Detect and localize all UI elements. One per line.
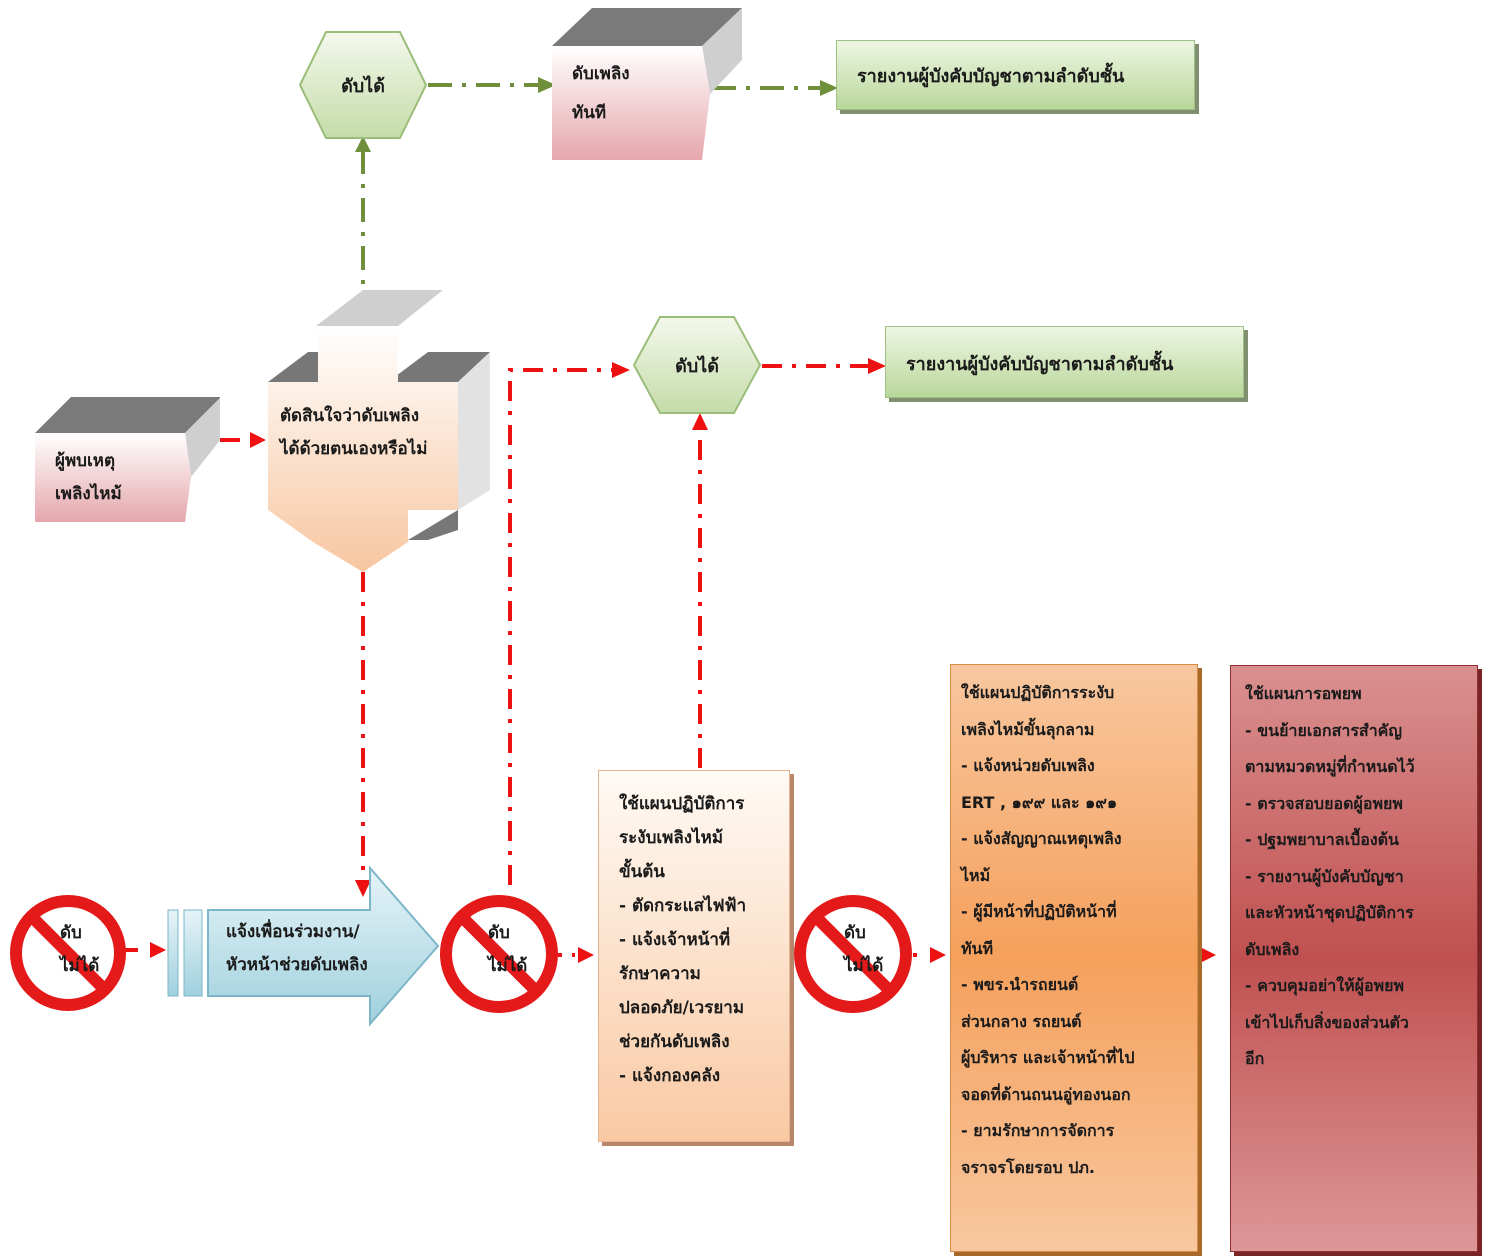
finder-line-2: เพลิงไหม้ [55,484,122,504]
arrowhead-10 [578,947,594,963]
no-sign-line-2: ไม่ได้ [844,956,884,976]
no-sign-line-1: ดับ [488,923,510,943]
evacuation-plan-box: ใช้แผนการอพยพ - ขนย้ายเอกสารสำคัญ ตามหมว… [1230,665,1478,1252]
finder-line-1: ผู้พบเหตุ [55,451,116,471]
plan-escalated-line: ERT , ๑๙๙ และ ๑๙๑ [961,792,1118,812]
plan-initial-line: - แจ้งเจ้าหน้าที่ [619,930,731,950]
hex-label: ดับได้ [675,355,719,377]
plan-escalated-line: จราจรโดยรอบ ปภ. [961,1157,1095,1177]
plan-escalated-line: ใช้แผนปฏิบัติการระงับ [961,683,1115,702]
report-box-top: รายงานผู้บังคับบัญชาตามลำดับชั้น [836,40,1195,110]
arrow-up-to-hex2 [508,368,612,885]
arrowhead-7 [868,358,886,374]
no-sign-line-2: ไม่ได้ [488,956,528,976]
plan-evacuate-line: - รายงานผู้บังคับบัญชา [1245,866,1404,886]
arrowhead-4 [250,432,266,448]
report-text: รายงานผู้บังคับบัญชาตามลำดับชั้น [857,66,1125,87]
plan-escalated-line: ผู้บริหาร และเจ้าหน้าที่ไป [961,1048,1135,1067]
report-text: รายงานผู้บังคับบัญชาตามลำดับชั้น [906,354,1174,375]
notify-arrow: แจ้งเพื่อนร่วมงาน/ หัวหน้าช่วยดับเพลิง [166,866,441,1028]
plan-escalated-line: ไหม้ [961,865,991,885]
no-sign-line-1: ดับ [60,923,82,943]
plan-evacuate-line: เข้าไปเก็บสิ่งของส่วนตัว [1245,1012,1409,1032]
plan-evacuate-line: ดับเพลิง [1245,939,1300,959]
decide-line-2: ได้ด้วยตนเองหรือไม่ [280,439,428,459]
arrowhead-8 [692,413,708,430]
arrowhead-6 [612,362,630,378]
arrowhead-1 [538,77,556,93]
notify-line-2: หัวหน้าช่วยดับเพลิง [226,955,368,975]
escalated-plan-box: ใช้แผนปฏิบัติการระงับ เพลิงไหม้ขั้นลุกลา… [950,664,1198,1252]
plan-escalated-line: จอดที่ด้านถนนอู่ทองนอก [961,1084,1131,1104]
cannot-extinguish-sign-1: ดับ ไม่ได้ [8,893,128,1013]
cannot-extinguish-sign-2: ดับ ไม่ได้ [438,893,560,1015]
plan-initial-line: รักษาความ [619,964,701,984]
no-sign-line-2: ไม่ได้ [60,956,100,976]
initial-plan-box: ใช้แผนปฏิบัติการ ระงับเพลิงไหม้ ขั้นต้น … [598,770,790,1142]
report-box-mid: รายงานผู้บังคับบัญชาตามลำดับชั้น [885,326,1244,398]
hex-can-extinguish-top: ดับได้ [298,30,428,140]
plan-escalated-line: ส่วนกลาง รถยนต์ [961,1011,1082,1031]
extinguish-line-1: ดับเพลิง [572,64,630,84]
arrowhead-11 [930,947,946,963]
plan-escalated-line: - แจ้งสัญญาณเหตุเพลิง [961,829,1122,848]
arrowhead-3 [355,136,371,152]
plan-initial-line: ช่วยกันดับเพลิง [619,1032,730,1052]
arrowhead-12 [1200,947,1216,963]
plan-evacuate-line: - ปฐมพยาบาลเบื้องต้น [1245,830,1399,849]
notify-line-1: แจ้งเพื่อนร่วมงาน/ [226,922,360,942]
plan-evacuate-line: และหัวหน้าชุดปฏิบัติการ [1245,903,1414,922]
plan-initial-line: - ตัดกระแสไฟฟ้า [619,896,747,916]
cannot-extinguish-sign-3: ดับ ไม่ได้ [792,893,914,1015]
fire-finder-block: ผู้พบเหตุ เพลิงไหม้ [35,397,220,522]
extinguish-line-2: ทันที [572,103,607,123]
hex-label: ดับได้ [341,75,385,97]
plan-escalated-line: ทันที [961,938,994,958]
plan-evacuate-line: - ตรวจสอบยอดผู้อพยพ [1245,793,1403,813]
plan-escalated-line: เพลิงไหม้ขั้นลุกลาม [961,719,1095,739]
plan-evacuate-line: ใช้แผนการอพยพ [1245,684,1362,703]
plan-initial-line: ใช้แผนปฏิบัติการ [619,794,745,814]
plan-escalated-line: - ผู้มีหน้าที่ปฏิบัติหน้าที่ [961,902,1117,921]
arrowhead-9 [150,942,166,958]
plan-evacuate-line: - ขนย้ายเอกสารสำคัญ [1245,720,1403,740]
plan-escalated-line: - พขร.นำรถยนต์ [961,975,1079,994]
plan-escalated-line: - ยามรักษาการจัดการ [961,1121,1115,1140]
decision-block: ตัดสินใจว่าดับเพลิง ได้ด้วยตนเองหรือไม่ [268,290,493,572]
plan-initial-line: ปลอดภัย/เวรยาม [619,998,745,1018]
no-sign-line-1: ดับ [844,923,866,943]
plan-initial-line: - แจ้งกองคลัง [619,1066,721,1086]
arrowhead-2 [820,80,838,96]
extinguish-now-block: ดับเพลิง ทันที [552,8,742,160]
hex-can-extinguish-mid: ดับได้ [632,315,762,415]
arrowhead-5 [355,880,371,897]
plan-escalated-line: - แจ้งหน่วยดับเพลิง [961,756,1095,775]
plan-evacuate-line: - ควบคุมอย่าให้ผู้อพยพ [1245,976,1405,995]
plan-evacuate-line: อีก [1245,1049,1265,1068]
decide-line-1: ตัดสินใจว่าดับเพลิง [280,406,419,426]
plan-evacuate-line: ตามหมวดหมู่ที่กำหนดไว้ [1245,757,1415,776]
plan-initial-line: ระงับเพลิงไหม้ [619,828,724,848]
plan-initial-line: ขั้นต้น [619,862,665,882]
